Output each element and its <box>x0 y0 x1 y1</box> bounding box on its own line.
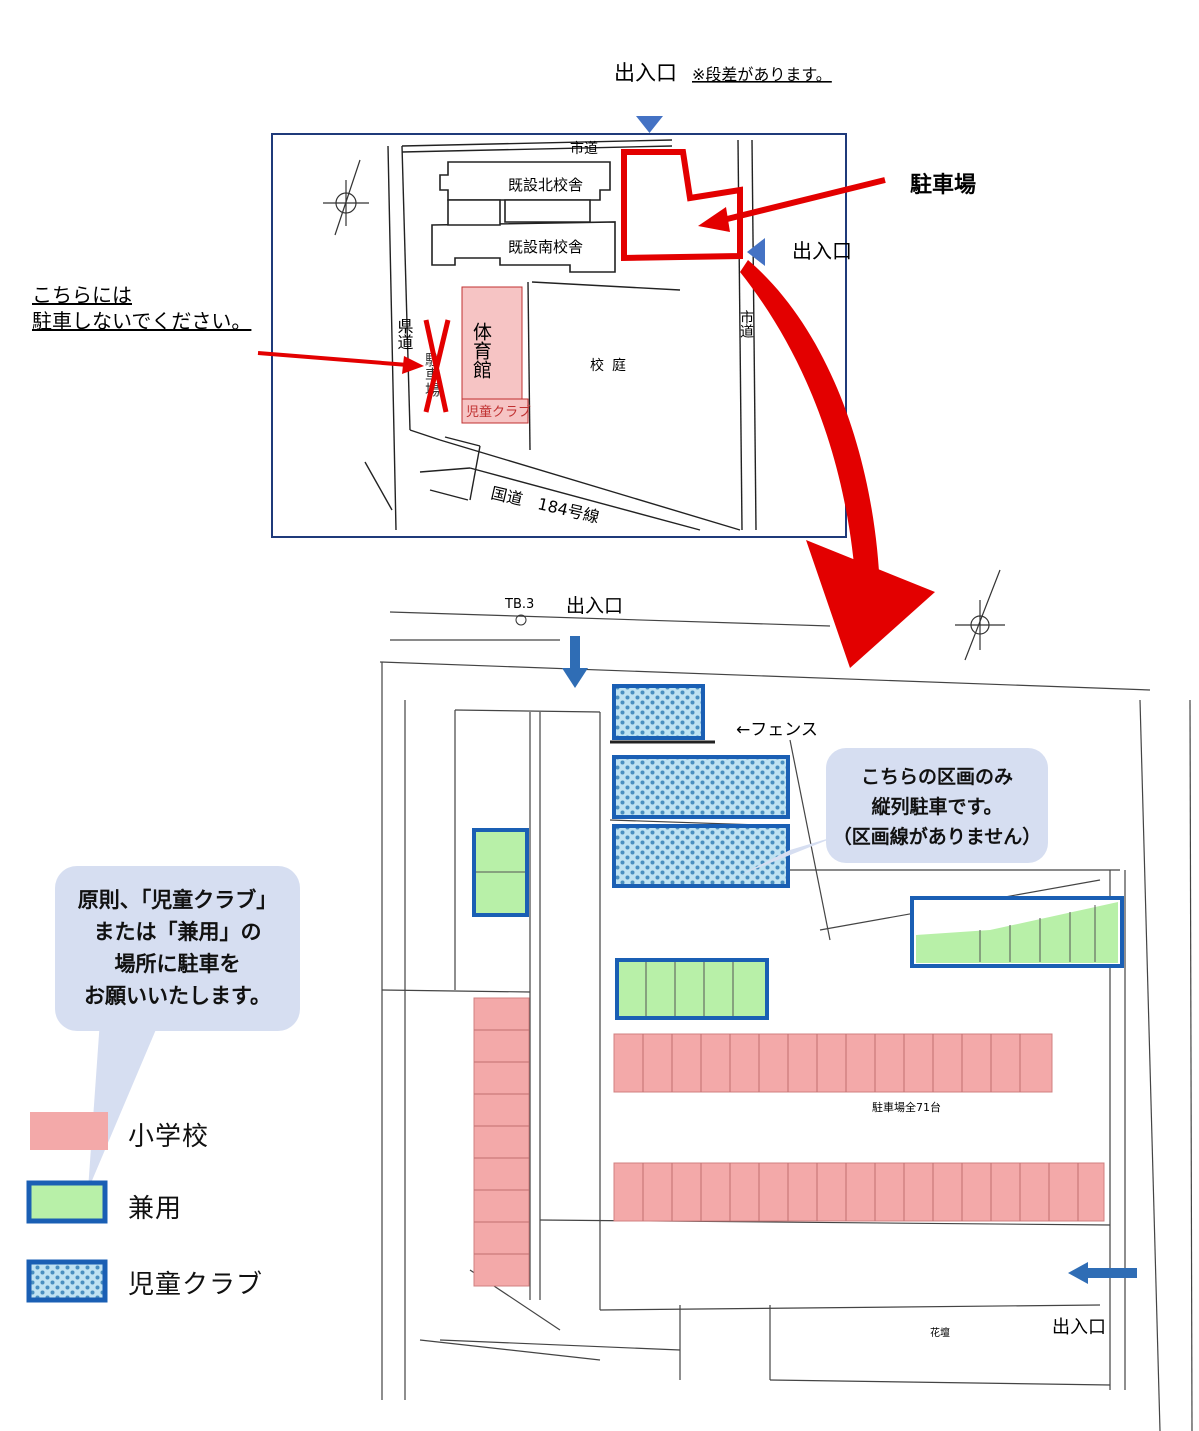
step-note: ※段差があります。 <box>692 65 832 84</box>
bottom-entrance-blue-arrow <box>1085 1268 1137 1278</box>
legend-school-label: 小学校 <box>128 1122 210 1152</box>
bottom-entrance-blue-arrowhead-icon <box>1068 1262 1088 1284</box>
tandem-note-line-2: 縦列駐車です。 <box>871 796 1003 818</box>
instruction-line-4: お願いいたします。 <box>84 984 271 1008</box>
total-spaces-label: 駐車場全71台 <box>872 1100 941 1114</box>
gymnasium-label: 体育館 <box>470 322 492 379</box>
instruction-line-1: 原則、「児童クラブ」 <box>77 888 278 912</box>
zoom-arrowhead-icon <box>806 540 935 668</box>
no-parking-cross-icon <box>423 319 451 413</box>
south-building-label: 既設南校舎 <box>508 238 583 256</box>
kids-club-block <box>612 755 790 819</box>
kids-club-label: 児童クラブ <box>466 404 531 420</box>
overview-compass-icon <box>323 159 369 236</box>
top-entrance-arrow-icon <box>636 116 663 133</box>
fence-label: ←フェンス <box>736 720 818 740</box>
gymnasium-building <box>461 286 523 400</box>
instruction-line-2: または「兼用」の <box>93 920 262 944</box>
no-parking-note-line2: 駐車しないでください。 <box>32 309 251 333</box>
kids-club-spaces <box>612 684 790 888</box>
school-spaces <box>473 997 1105 1287</box>
top-entrance-blue-arrowhead-icon <box>562 668 588 688</box>
parking-pointer-arrowhead-icon <box>698 207 730 232</box>
no-parking-note-line1: こちらには <box>32 283 132 307</box>
kids-club-block <box>612 684 705 740</box>
parking-pointer-arrow <box>714 177 886 225</box>
no-parking-pointer-arrow <box>257 351 409 367</box>
school-block <box>613 1033 1053 1093</box>
shared-block <box>615 958 769 1020</box>
tb-label: TB.3 <box>504 597 534 612</box>
schoolyard-label: 校庭 <box>590 357 634 374</box>
instruction-bubble: 原則、「児童クラブ」 または「兼用」の 場所に駐車を お願いいたします。 <box>55 866 300 1031</box>
legend-shared-swatch <box>26 1180 108 1224</box>
overview-buildings <box>431 161 616 273</box>
tandem-parking-bubble: こちらの区画のみ 縦列駐車です。 （区画線がありません） <box>826 748 1048 863</box>
city-road-top-label: 市道 <box>570 140 598 157</box>
overview-top-entrance-label: 出入口 <box>614 61 677 85</box>
shared-spaces <box>472 828 1124 1020</box>
zoom-curved-arrow <box>740 260 880 590</box>
tandem-note-line-1: こちらの区画のみ <box>860 766 1013 788</box>
tandem-note-line-3: （区画線がありません） <box>832 826 1042 848</box>
no-parking-arrowhead-icon <box>402 356 424 374</box>
detail-top-entrance-label: 出入口 <box>566 595 623 617</box>
top-entrance-blue-arrow <box>570 636 580 670</box>
right-entrance-arrow-icon <box>747 238 765 266</box>
overview-right-entrance-label: 出入口 <box>792 239 852 263</box>
school-block <box>613 1162 1105 1222</box>
parking-label: 駐車場 <box>910 172 976 198</box>
legend-kids-club-swatch <box>26 1259 108 1303</box>
overview-roads <box>364 139 757 531</box>
tandem-bubble-tail <box>740 835 840 875</box>
prefectural-road-label: 県道 <box>395 318 414 350</box>
instruction-line-3: 場所に駐車を <box>114 952 241 976</box>
kids-club-block <box>612 824 790 888</box>
instruction-bubble-tail <box>88 1020 160 1190</box>
detail-compass-icon <box>955 569 1005 661</box>
kids-club-building <box>461 398 529 424</box>
parking-area-outline <box>621 149 743 262</box>
tb-marker-icon <box>515 614 527 626</box>
flowerbed-label: 花壇 <box>930 1326 950 1339</box>
legend-school-swatch <box>30 1112 108 1150</box>
city-road-right-label: 市道 <box>738 309 754 339</box>
legend-kids-club-label: 児童クラブ <box>128 1270 264 1300</box>
legend-shared-label: 兼用 <box>128 1194 183 1224</box>
school-block <box>473 997 530 1287</box>
detail-bottom-entrance-label: 出入口 <box>1052 1317 1106 1338</box>
north-building-label: 既設北校舎 <box>508 176 583 194</box>
shared-block <box>916 902 1118 963</box>
